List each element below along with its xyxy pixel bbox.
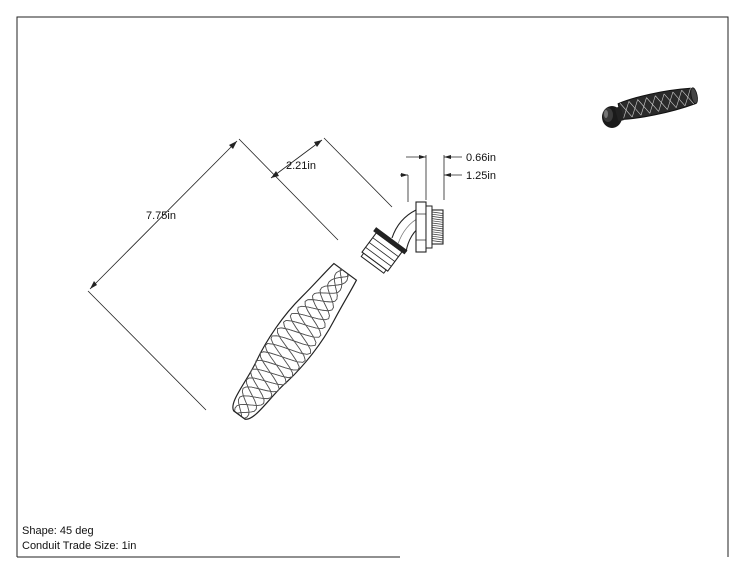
overall-length-label: 7.75in bbox=[146, 210, 176, 222]
strain-relief-grip-thumbnail-icon bbox=[602, 87, 698, 128]
grip-collar bbox=[360, 227, 408, 274]
mesh-grip bbox=[232, 262, 358, 420]
thread-length-label: 0.66in bbox=[466, 152, 496, 164]
thread-diameter-label: 1.25in bbox=[466, 170, 496, 182]
dimension-labels: 7.75in 2.21in 0.66in 1.25in bbox=[146, 152, 496, 222]
fitting-length-label: 2.21in bbox=[286, 160, 316, 172]
cord-grip-part bbox=[232, 201, 444, 420]
dimension-lines bbox=[87, 137, 462, 411]
mesh-lines bbox=[234, 268, 351, 419]
fitting-hex-nut bbox=[415, 201, 433, 253]
dimension-arrows bbox=[90, 140, 451, 289]
trade-size-info: Conduit Trade Size: 1in bbox=[22, 540, 137, 552]
thread-lines bbox=[431, 211, 444, 243]
shape-info: Shape: 45 deg bbox=[22, 525, 94, 537]
threaded-end bbox=[431, 209, 444, 245]
drawing-border bbox=[16, 16, 729, 558]
